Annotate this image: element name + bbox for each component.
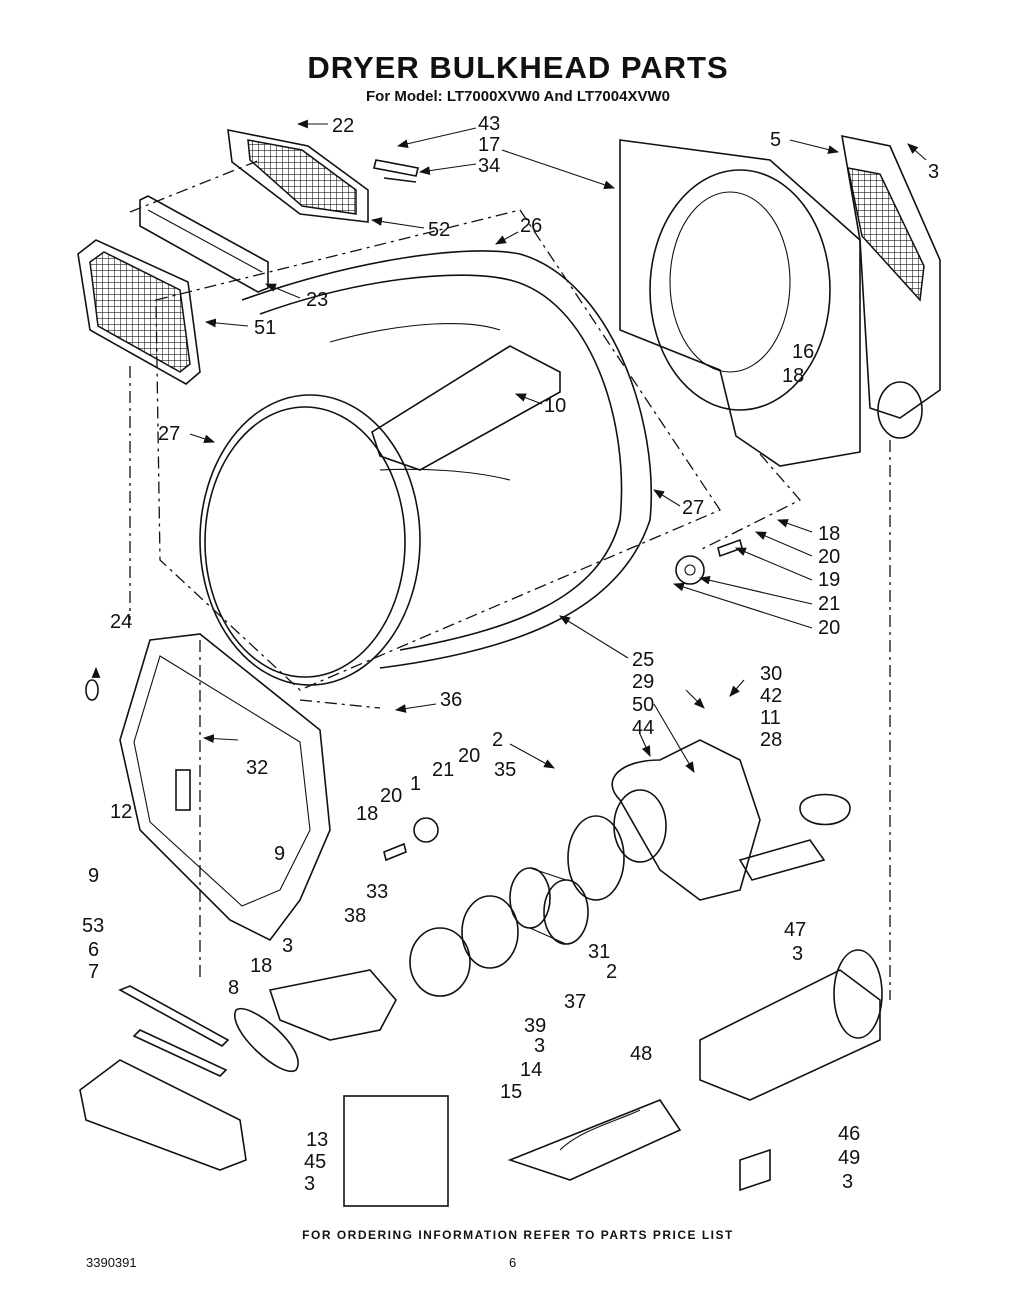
callout-36: 36 [440, 689, 462, 711]
callout-18d: 18 [250, 955, 272, 977]
callout-47: 47 [784, 919, 806, 941]
callout-21a: 21 [818, 593, 840, 615]
callout-37: 37 [564, 991, 586, 1013]
callout-46: 46 [838, 1123, 860, 1145]
callout-3c: 3 [792, 943, 803, 965]
callout-45: 45 [304, 1151, 326, 1173]
rear-bulkhead-part [619, 139, 861, 467]
callout-18b: 18 [818, 523, 840, 545]
callout-27b: 27 [682, 497, 704, 519]
callout-26: 26 [520, 215, 542, 237]
callout-18c: 18 [356, 803, 378, 825]
callout-43: 43 [478, 113, 500, 135]
callout-48: 48 [630, 1043, 652, 1065]
page-number: 6 [509, 1255, 517, 1270]
leader-arrows [91, 119, 927, 773]
callout-51: 51 [254, 317, 276, 339]
callout-3f: 3 [842, 1171, 853, 1193]
callout-20b: 20 [818, 617, 840, 639]
callout-21b: 21 [432, 759, 454, 781]
callout-10: 10 [544, 395, 566, 417]
document-number: 3390391 [86, 1255, 137, 1270]
assembly-lines [129, 159, 891, 1000]
callout-52: 52 [428, 219, 450, 241]
callout-17: 17 [478, 134, 500, 156]
callout-39: 39 [524, 1015, 546, 1037]
mounting-bracket-part [739, 1148, 771, 1192]
callout-7: 7 [88, 961, 99, 983]
lint-screen-housing-part [227, 128, 369, 223]
callout-19: 19 [818, 569, 840, 591]
exhaust-duct-part [699, 949, 883, 1101]
callout-22: 22 [332, 115, 354, 137]
callout-30: 30 [760, 663, 782, 685]
blower-housing-part [611, 739, 851, 901]
callout-23: 23 [306, 289, 328, 311]
model-subtitle: For Model: LT7000XVW0 And LT7004XVW0 [366, 88, 670, 105]
callout-32: 32 [246, 757, 268, 779]
callout-53: 53 [82, 915, 104, 937]
callout-3e: 3 [304, 1173, 315, 1195]
callout-3a: 3 [928, 161, 939, 183]
callout-20a: 20 [818, 546, 840, 568]
callout-42: 42 [760, 685, 782, 707]
callout-15: 15 [500, 1081, 522, 1103]
drum-roller-assembly-part [383, 538, 743, 862]
toe-panel-part [79, 985, 247, 1171]
callout-5: 5 [770, 129, 781, 151]
callout-3d: 3 [534, 1035, 545, 1057]
callout-50: 50 [632, 694, 654, 716]
callout-16: 16 [792, 341, 814, 363]
seal-ring-parts [409, 815, 625, 997]
heater-element-part [507, 1099, 682, 1181]
callout-12: 12 [110, 801, 132, 823]
callout-3b: 3 [282, 935, 293, 957]
callout-20d: 20 [380, 785, 402, 807]
callout-14: 14 [520, 1059, 542, 1081]
callout-44: 44 [632, 717, 654, 739]
seal-strip-part [373, 159, 419, 183]
drive-belt-part [234, 1007, 299, 1073]
callout-38: 38 [344, 905, 366, 927]
callout-34: 34 [478, 155, 500, 177]
callout-20c: 20 [458, 745, 480, 767]
callout-8: 8 [228, 977, 239, 999]
callout-13: 13 [306, 1129, 328, 1151]
callout-49: 49 [838, 1147, 860, 1169]
lint-screen-part [77, 239, 201, 385]
callout-9a: 9 [274, 843, 285, 865]
front-bulkhead-part [85, 633, 331, 942]
callout-labels: 22 43 17 34 5 3 52 26 23 51 16 18 10 27 … [82, 113, 939, 1195]
callout-27a: 27 [158, 423, 180, 445]
page-title: DRYER BULKHEAD PARTS [307, 50, 729, 85]
callout-33: 33 [366, 881, 388, 903]
callout-9b: 9 [88, 865, 99, 887]
callout-28: 28 [760, 729, 782, 751]
rear-duct-cover-part [841, 134, 941, 439]
callout-2b: 2 [606, 961, 617, 983]
wire-kit-box [343, 1095, 449, 1207]
ordering-info-footer: FOR ORDERING INFORMATION REFER TO PARTS … [302, 1228, 734, 1242]
callout-31: 31 [588, 941, 610, 963]
lint-duct-rail-part [139, 195, 269, 293]
callout-35: 35 [494, 759, 516, 781]
air-duct-part [268, 969, 397, 1041]
callout-6: 6 [88, 939, 99, 961]
callout-25: 25 [632, 649, 654, 671]
callout-29: 29 [632, 671, 654, 693]
callout-18a: 18 [782, 365, 804, 387]
callout-2a: 2 [492, 729, 503, 751]
callout-11: 11 [760, 707, 781, 729]
blower-wheel-part [509, 867, 589, 945]
callout-24: 24 [110, 611, 132, 633]
drum-part [155, 209, 721, 691]
callout-1: 1 [410, 773, 421, 795]
